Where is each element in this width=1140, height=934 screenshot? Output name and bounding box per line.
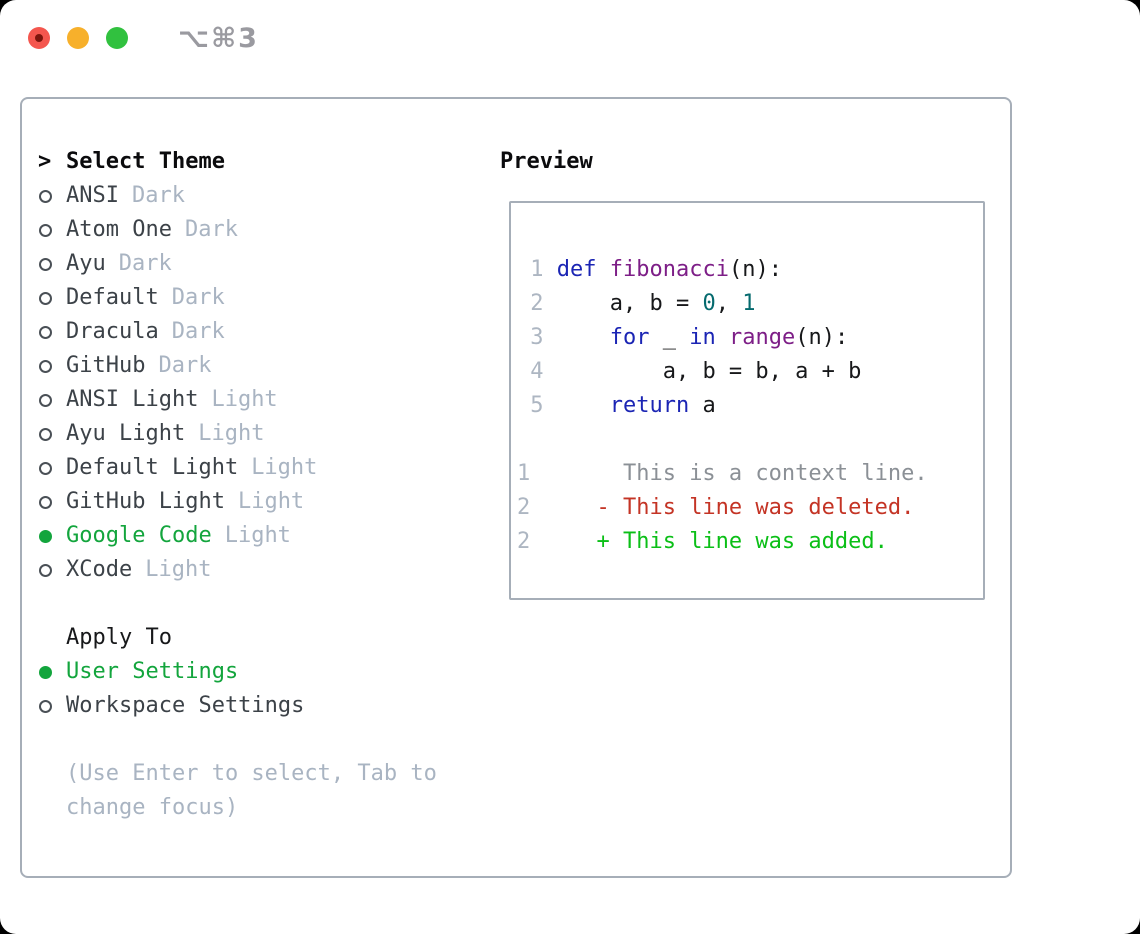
apply-to-header-row: Apply To	[38, 621, 500, 655]
radio-circle-icon	[38, 189, 66, 203]
theme-option-atom-one[interactable]: Atom One Dark	[38, 213, 500, 247]
maximize-button[interactable]	[106, 27, 128, 49]
preview-header: Preview	[500, 149, 593, 174]
radio-circle-icon	[38, 257, 66, 271]
theme-name: GitHub	[66, 353, 146, 378]
code-line: 2 a, b = 0, 1	[517, 291, 756, 316]
help-text: (Use Enter to select, Tab to change focu…	[66, 761, 437, 820]
theme-name: Default	[66, 285, 159, 310]
theme-option-ayu[interactable]: Ayu Dark	[38, 247, 500, 281]
apply-option-label: Workspace Settings	[66, 693, 305, 718]
diff-preview: 1 This is a context line. 2 - This line w…	[517, 457, 983, 559]
diff-line-deleted: 2 - This line was deleted.	[517, 495, 915, 520]
theme-name: ANSI	[66, 183, 119, 208]
theme-option-xcode[interactable]: XCode Light	[38, 553, 500, 587]
theme-option-ayu-light[interactable]: Ayu Light Light	[38, 417, 500, 451]
theme-option-ansi[interactable]: ANSI Dark	[38, 179, 500, 213]
diff-line-added: 2 + This line was added.	[517, 529, 888, 554]
theme-name: Default Light	[66, 455, 239, 480]
apply-option-label: User Settings	[66, 659, 239, 684]
theme-variant: Light	[198, 421, 265, 446]
window-shortcut-title: ⌥⌘3	[178, 22, 259, 54]
preview-column: Preview 1 def fibonacci(n): 2 a, b = 0, …	[500, 145, 1010, 876]
theme-name: Ayu	[66, 251, 106, 276]
theme-variant: Light	[145, 557, 212, 582]
apply-option-user-settings[interactable]: User Settings	[38, 655, 500, 689]
theme-option-default-light[interactable]: Default Light Light	[38, 451, 500, 485]
theme-variant: Light	[211, 387, 278, 412]
apply-to-header: Apply To	[66, 625, 172, 650]
spacer	[38, 587, 500, 621]
radio-circle-icon	[38, 563, 66, 577]
theme-name: GitHub Light	[66, 489, 225, 514]
preview-box: 1 def fibonacci(n): 2 a, b = 0, 1 3 for …	[509, 201, 985, 600]
theme-list-column: > Select Theme ANSI Dark Atom One Dark A…	[38, 145, 500, 876]
theme-variant: Light	[224, 523, 291, 548]
radio-circle-icon	[38, 495, 66, 509]
spacer	[38, 723, 500, 757]
selection-arrow-icon: >	[38, 149, 52, 174]
theme-variant: Dark	[118, 251, 172, 276]
radio-circle-icon	[38, 393, 66, 407]
apply-to-list: User Settings Workspace Settings	[38, 655, 500, 723]
theme-option-github-light[interactable]: GitHub Light Light	[38, 485, 500, 519]
code-preview: 1 def fibonacci(n): 2 a, b = 0, 1 3 for …	[517, 253, 983, 423]
theme-option-ansi-light[interactable]: ANSI Light Light	[38, 383, 500, 417]
select-theme-header-row: > Select Theme	[38, 145, 500, 179]
titlebar: ⌥⌘3	[0, 0, 1140, 76]
theme-name: ANSI Light	[66, 387, 199, 412]
select-theme-header: Select Theme	[66, 149, 225, 174]
code-line: 4 a, b = b, a + b	[517, 359, 862, 384]
theme-variant: Dark	[171, 319, 225, 344]
theme-name: XCode	[66, 557, 133, 582]
radio-circle-icon	[38, 427, 66, 441]
radio-circle-icon	[38, 699, 66, 713]
theme-variant: Dark	[158, 353, 212, 378]
theme-name: Ayu Light	[66, 421, 186, 446]
theme-option-google-code[interactable]: Google Code Light	[38, 519, 500, 553]
theme-option-dracula[interactable]: Dracula Dark	[38, 315, 500, 349]
code-line: 3 for _ in range(n):	[517, 325, 849, 350]
preview-header-row: Preview	[500, 145, 1010, 179]
diff-line-context: 1 This is a context line.	[517, 461, 928, 486]
radio-circle-icon	[38, 529, 66, 543]
theme-picker-panel: > Select Theme ANSI Dark Atom One Dark A…	[20, 97, 1012, 878]
theme-variant: Dark	[184, 217, 238, 242]
spacer	[517, 423, 983, 457]
radio-circle-icon	[38, 359, 66, 373]
radio-circle-icon	[38, 223, 66, 237]
radio-circle-icon	[38, 291, 66, 305]
theme-variant: Dark	[171, 285, 225, 310]
theme-variant: Light	[237, 489, 305, 514]
radio-circle-icon	[38, 461, 66, 475]
minimize-button[interactable]	[67, 27, 89, 49]
theme-option-default[interactable]: Default Dark	[38, 281, 500, 315]
theme-option-github[interactable]: GitHub Dark	[38, 349, 500, 383]
close-button[interactable]	[28, 27, 50, 49]
radio-circle-icon	[38, 665, 66, 679]
theme-name: Google Code	[66, 523, 212, 548]
code-line: 1 def fibonacci(n):	[517, 257, 782, 282]
theme-name: Atom One	[66, 217, 172, 242]
code-line: 5 return a	[517, 393, 716, 418]
theme-variant: Light	[251, 455, 318, 480]
theme-variant: Dark	[131, 183, 185, 208]
theme-name: Dracula	[66, 319, 159, 344]
close-button-dot-icon	[35, 34, 43, 42]
radio-circle-icon	[38, 325, 66, 339]
apply-option-workspace-settings[interactable]: Workspace Settings	[38, 689, 500, 723]
theme-list: ANSI Dark Atom One Dark Ayu Dark Default…	[38, 179, 500, 587]
